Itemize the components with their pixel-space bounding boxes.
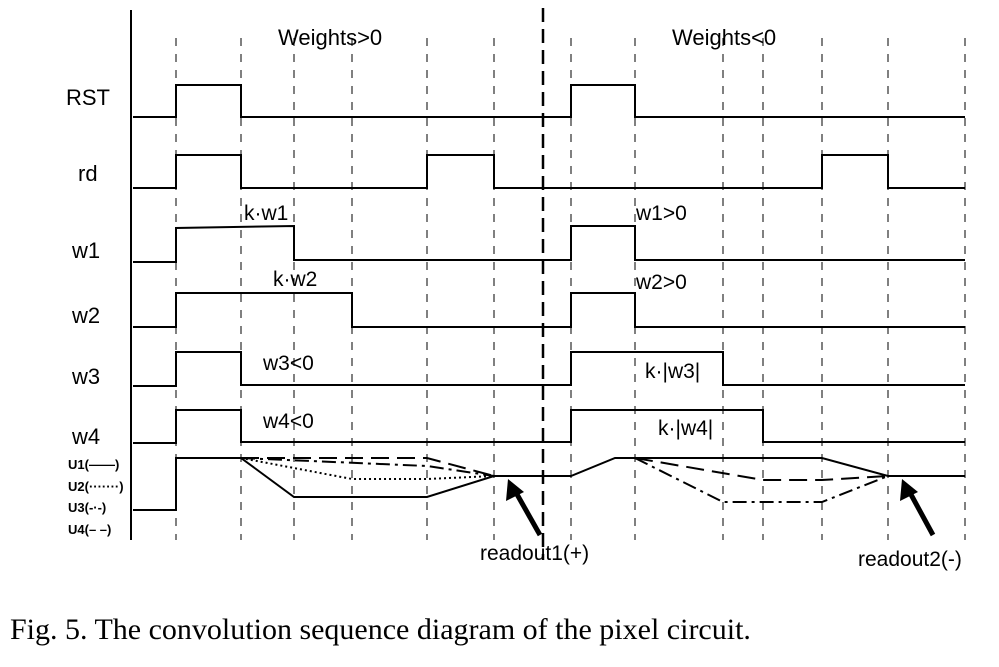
w4-waveform bbox=[133, 409, 965, 444]
u3-curve-negative bbox=[634, 457, 889, 503]
signal-label-w3: w3 bbox=[71, 364, 100, 389]
u3-curve bbox=[240, 457, 495, 477]
legend-u4: U4(– –) bbox=[68, 522, 111, 537]
readout1-label: readout1(+) bbox=[480, 542, 589, 565]
figure-caption: Fig. 5. The convolution sequence diagram… bbox=[10, 613, 751, 646]
signal-label-w4: w4 bbox=[71, 424, 100, 449]
w3-waveform bbox=[133, 351, 965, 387]
annotation-kw1: k·w1 bbox=[244, 202, 288, 225]
annotation-w3-negative: w3<0 bbox=[262, 352, 314, 375]
readout2-arrow bbox=[900, 479, 936, 537]
legend-u3: U3(-·-) bbox=[68, 500, 106, 515]
readout2-label: readout2(-) bbox=[858, 548, 962, 571]
u-common-waveform bbox=[133, 457, 241, 511]
annotation-kw4-abs: k·|w4| bbox=[658, 417, 713, 440]
legend-u2: U2(·······) bbox=[68, 479, 124, 494]
time-gridlines bbox=[175, 38, 966, 540]
rd-waveform bbox=[133, 154, 965, 189]
annotation-w1-positive: w1>0 bbox=[635, 202, 687, 225]
phase-title-positive: Weights>0 bbox=[278, 25, 382, 50]
annotation-kw3-abs: k·|w3| bbox=[645, 360, 700, 383]
annotation-kw2: k·w2 bbox=[273, 268, 317, 291]
signal-label-w1: w1 bbox=[71, 238, 100, 263]
signal-label-w2: w2 bbox=[71, 303, 100, 328]
rst-waveform bbox=[133, 84, 965, 118]
u4-curve bbox=[241, 457, 495, 477]
w1-waveform bbox=[133, 224, 965, 263]
signal-label-rst: RST bbox=[66, 85, 110, 110]
phase-title-negative: Weights<0 bbox=[672, 25, 776, 50]
annotation-w4-negative: w4<0 bbox=[262, 410, 314, 433]
u1-curve bbox=[240, 457, 965, 498]
timing-diagram: Weights>0 Weights<0 RST rd w1 w2 w3 w4 U… bbox=[66, 8, 966, 571]
legend-u1: U1(——) bbox=[68, 457, 119, 472]
signal-label-rd: rd bbox=[78, 161, 98, 186]
u2-curve bbox=[240, 457, 495, 480]
annotation-w2-positive: w2>0 bbox=[635, 271, 687, 294]
w2-waveform bbox=[133, 292, 965, 328]
u4-curve-negative bbox=[634, 457, 889, 481]
readout1-arrow bbox=[506, 479, 543, 537]
